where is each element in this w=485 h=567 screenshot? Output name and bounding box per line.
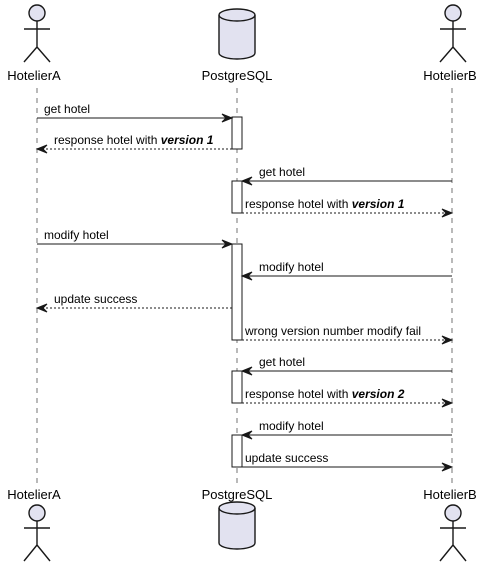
message-label: response hotel with version 1 <box>245 197 405 211</box>
activation-bar <box>231 116 243 150</box>
participant-label-hotelierb: HotelierB <box>423 487 476 502</box>
message: response hotel with version 1 <box>35 133 232 154</box>
message-label: update success <box>245 451 328 465</box>
activation-bars <box>231 116 243 468</box>
arrowhead <box>441 462 454 472</box>
actor-figure-icon <box>439 4 467 63</box>
message-label: get hotel <box>259 355 305 369</box>
actor-figure-icon <box>23 504 51 562</box>
message-label: get hotel <box>44 102 90 116</box>
database-cylinder-icon <box>218 501 256 550</box>
message: update success <box>242 451 454 472</box>
arrowhead <box>441 398 454 408</box>
participant-label-hoteliera: HotelierA <box>7 487 61 502</box>
arrowhead <box>240 176 253 186</box>
message: wrong version number modify fail <box>242 324 454 345</box>
participant-label-postgresql: PostgreSQL <box>202 487 273 502</box>
actor-hotelierb-bottom: HotelierB <box>423 487 477 562</box>
actor-hoteliera-top: HotelierA <box>7 4 61 83</box>
message-label: modify hotel <box>259 419 324 433</box>
arrowhead <box>441 208 454 218</box>
arrowhead <box>240 430 253 440</box>
message: response hotel with version 2 <box>242 387 454 408</box>
message-label: modify hotel <box>259 260 324 274</box>
actor-hotelierb-top: HotelierB <box>423 4 477 83</box>
message: get hotel <box>240 165 452 186</box>
message-label: get hotel <box>259 165 305 179</box>
database-postgresql-top: PostgreSQL <box>202 8 273 83</box>
message: modify hotel <box>240 260 452 281</box>
message: modify hotel <box>240 419 452 440</box>
actor-hoteliera-bottom: HotelierA <box>7 487 61 562</box>
participant-label-postgresql: PostgreSQL <box>202 68 273 83</box>
participant-label-hotelierb: HotelierB <box>423 68 476 83</box>
message: get hotel <box>37 102 234 123</box>
message: modify hotel <box>37 228 234 249</box>
activation-bar <box>231 370 243 404</box>
lifelines <box>36 88 453 484</box>
participant-label-hoteliera: HotelierA <box>7 68 61 83</box>
messages: get hotel response hotel with version 1 … <box>35 102 454 472</box>
arrowhead <box>441 335 454 345</box>
message-label: wrong version number modify fail <box>244 324 421 338</box>
message: get hotel <box>240 355 452 376</box>
activation-bar <box>231 243 243 341</box>
database-postgresql-bottom: PostgreSQL <box>202 487 273 550</box>
arrowhead <box>35 303 48 313</box>
message-label: response hotel with version 2 <box>245 387 405 401</box>
message-label: update success <box>54 292 137 306</box>
message: update success <box>35 292 232 313</box>
activation-bar <box>231 180 243 214</box>
database-cylinder-icon <box>218 8 256 60</box>
message: response hotel with version 1 <box>242 197 454 218</box>
actor-figure-icon <box>23 4 51 63</box>
actor-figure-icon <box>439 504 467 562</box>
arrowhead <box>240 271 253 281</box>
arrowhead <box>35 144 48 154</box>
arrowhead <box>221 239 234 249</box>
message-label: modify hotel <box>44 228 109 242</box>
activation-bar <box>231 434 243 468</box>
message-label: response hotel with version 1 <box>54 133 214 147</box>
arrowhead <box>221 113 234 123</box>
arrowhead <box>240 366 253 376</box>
